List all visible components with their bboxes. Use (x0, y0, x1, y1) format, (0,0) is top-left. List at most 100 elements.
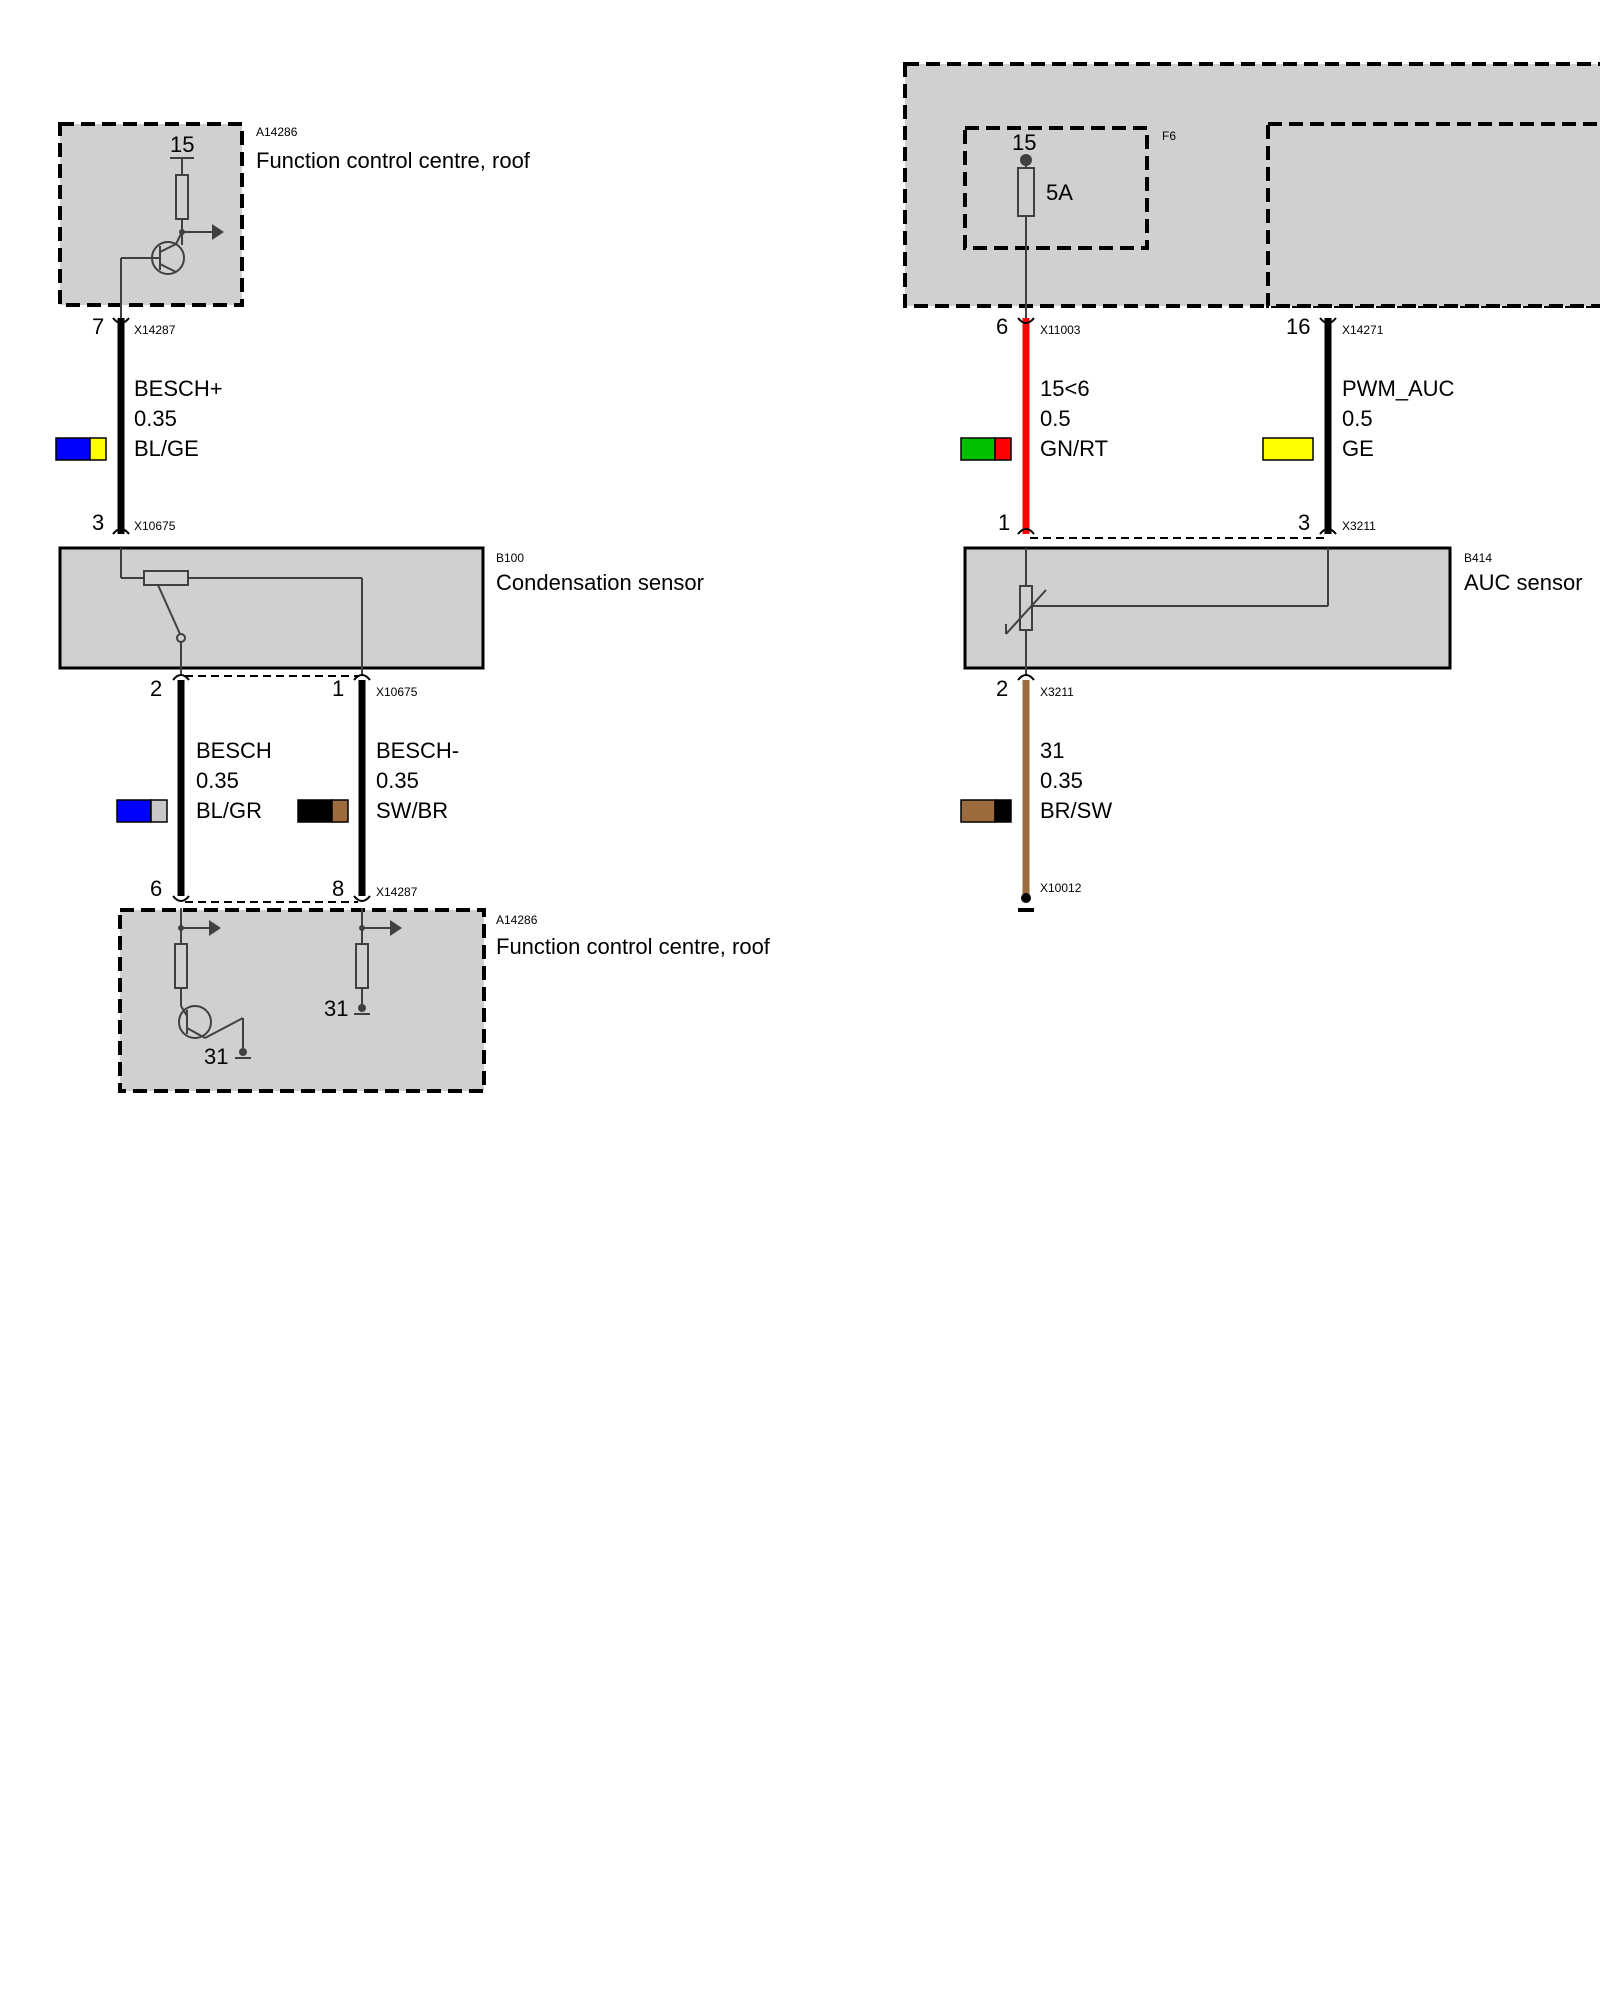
wire-ground-31-top-conn: X3211 (1040, 685, 1074, 699)
adjacent-module-box (1266, 122, 1600, 308)
auc-sensor-box (963, 546, 1452, 670)
connector-mark (1017, 528, 1035, 535)
fcc-bottom-code: A14286 (496, 913, 538, 927)
wire-15-6-color: GN/RT (1040, 436, 1108, 461)
wire-ground-31-top-pin: 2 (996, 676, 1008, 701)
wire-besch-plus-gauge: 0.35 (134, 406, 177, 431)
wire-pwm-auc-color: GE (1342, 436, 1374, 461)
ground-label-left: 31 (204, 1044, 228, 1069)
condensation-sensor: B100 Condensation sensor (58, 546, 704, 676)
wire-besch-plus-signal: BESCH+ (134, 376, 223, 401)
connector-mark (172, 674, 190, 681)
wire-pwm-auc-top-pin: 16 (1286, 314, 1310, 339)
wire-pwm-auc-bottom-conn: X3211 (1342, 519, 1376, 533)
wire-ground-31-ground-conn: X10012 (1040, 881, 1082, 895)
wire-15-6: 6 X11003 15<6 0.5 GN/RT 1 (960, 314, 1108, 535)
arrow-icon (212, 224, 224, 240)
connector-mark (172, 895, 190, 902)
fuse-terminal: 15 (1012, 130, 1036, 155)
color-swatch-grey (150, 799, 168, 823)
thermistor-symbol (1005, 548, 1329, 676)
fuse-rating: 5A (1046, 180, 1073, 205)
potentiometer-symbol (120, 548, 363, 676)
wire-besch-minus-top-conn: X10675 (376, 685, 418, 699)
color-swatch-blue (116, 799, 152, 823)
wire-besch-minus: 1 X10675 BESCH- 0.35 SW/BR 8 X14287 (297, 674, 459, 902)
wire-besch-minus-bottom-pin: 8 (332, 876, 344, 901)
wire-besch-color: BL/GR (196, 798, 262, 823)
color-swatch-black (297, 799, 333, 823)
connector-mark (1319, 317, 1337, 324)
input-circuit-left (174, 908, 251, 1059)
wire-15-6-top-pin: 6 (996, 314, 1008, 339)
fcc-bottom-box (118, 908, 486, 1093)
connector-mark (1017, 317, 1035, 324)
wire-besch-top-pin: 2 (150, 676, 162, 701)
fuse-f6-box (963, 126, 1149, 250)
connector-mark (1017, 674, 1035, 681)
color-swatch-black (994, 799, 1012, 823)
terminal-dot (1020, 154, 1032, 166)
shield-dashed-line (185, 675, 358, 903)
wire-besch-plus: 7 X14287 BESCH+ 0.35 BL/GE 3 X10675 (55, 314, 223, 535)
wire-besch-minus-bottom-conn: X14287 (376, 885, 418, 899)
wire-besch-minus-top-pin: 1 (332, 676, 344, 701)
wire-pwm-auc-gauge: 0.5 (1342, 406, 1373, 431)
ground-label-right: 31 (324, 996, 348, 1021)
color-swatch-yellow (89, 437, 107, 461)
connector-mark (1319, 528, 1337, 535)
color-swatch-brown (960, 799, 996, 823)
wire-15-6-bottom-pin: 1 (998, 510, 1010, 535)
fcc-top-terminal: 15 (170, 132, 194, 157)
wire-besch-plus-bottom-pin: 3 (92, 510, 104, 535)
auc-sensor: B414 AUC sensor (963, 546, 1583, 676)
wire-besch-plus-top-pin: 7 (92, 314, 104, 339)
ground-dot (358, 1004, 366, 1012)
wire-besch-plus-color: BL/GE (134, 436, 199, 461)
ground-dot (1021, 893, 1031, 903)
fcc-top-module: A14286 Function control centre, roof 15 (58, 122, 531, 318)
auc-sensor-code: B414 (1464, 551, 1492, 565)
arrow-icon (390, 920, 402, 936)
arrow-icon (209, 920, 221, 936)
connector-mark (353, 674, 371, 681)
wire-ground-31: 2 X3211 31 0.35 BR/SW X10012 (960, 674, 1112, 912)
wire-pwm-auc-top-conn: X14271 (1342, 323, 1384, 337)
wire-besch: 2 BESCH 0.35 BL/GR 6 (116, 674, 272, 902)
fcc-top-name: Function control centre, roof (256, 148, 531, 173)
wire-pwm-auc: 16 X14271 PWM_AUC 0.5 GE 3 X3211 (1262, 314, 1455, 535)
wire-pwm-auc-bottom-pin: 3 (1298, 510, 1310, 535)
condensation-sensor-code: B100 (496, 551, 524, 565)
ground-dot (239, 1048, 247, 1056)
fuse-symbol (1017, 166, 1035, 318)
connector-mark (353, 895, 371, 902)
fcc-bottom-name: Function control centre, roof (496, 934, 771, 959)
wire-besch-plus-top-conn: X14287 (134, 323, 176, 337)
condensation-sensor-box (58, 546, 485, 670)
wire-besch-minus-gauge: 0.35 (376, 768, 419, 793)
condensation-sensor-name: Condensation sensor (496, 570, 704, 595)
wire-besch-minus-signal: BESCH- (376, 738, 459, 763)
wire-pwm-auc-signal: PWM_AUC (1342, 376, 1455, 401)
connector-mark (112, 317, 130, 324)
fuse-box-module: F6 15 5A (903, 62, 1600, 318)
color-swatch-green (960, 437, 996, 461)
wire-besch-bottom-pin: 6 (150, 876, 162, 901)
fcc-top-code: A14286 (256, 125, 298, 139)
fcc-top-box (58, 122, 244, 307)
color-swatch-yellow (1262, 437, 1314, 461)
wire-15-6-signal: 15<6 (1040, 376, 1090, 401)
wire-besch-minus-color: SW/BR (376, 798, 448, 823)
color-swatch-red (994, 437, 1012, 461)
wire-besch-signal: BESCH (196, 738, 272, 763)
wire-ground-31-gauge: 0.35 (1040, 768, 1083, 793)
color-swatch-brown (331, 799, 349, 823)
connector-mark (112, 528, 130, 535)
input-circuit-right (354, 908, 392, 1015)
wire-ground-31-signal: 31 (1040, 738, 1064, 763)
wire-besch-plus-bottom-conn: X10675 (134, 519, 176, 533)
wire-ground-31-color: BR/SW (1040, 798, 1112, 823)
wire-15-6-top-conn: X11003 (1040, 323, 1081, 337)
fcc-bottom-module: A14286 Function control centre, roof 31 (118, 908, 771, 1093)
